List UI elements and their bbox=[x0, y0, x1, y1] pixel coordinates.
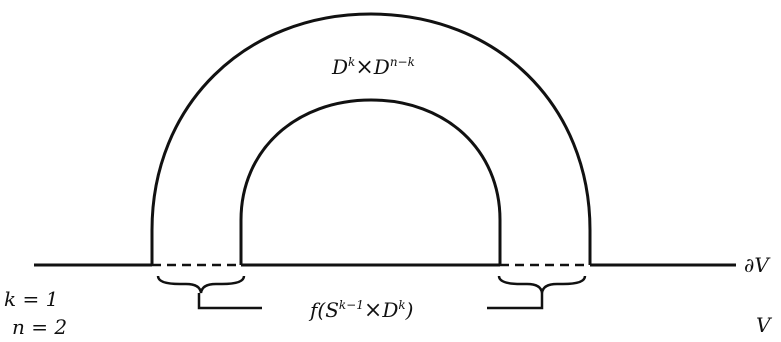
attach-label-suffix: ) bbox=[405, 298, 414, 322]
handle-inner-arc bbox=[239, 98, 502, 265]
handle-label-base2: D bbox=[373, 55, 390, 79]
handle-label: Dk×Dn−k bbox=[331, 55, 415, 80]
brace-right bbox=[497, 275, 587, 294]
attach-label-sup2: k bbox=[398, 298, 405, 312]
manifold-label: V bbox=[756, 313, 773, 337]
handle-label-base1: D bbox=[331, 55, 348, 79]
k-label: k = 1 bbox=[4, 287, 58, 311]
handle-label-times: × bbox=[355, 55, 373, 80]
handle-outer-arc bbox=[150, 12, 592, 265]
bracket-left bbox=[197, 293, 262, 310]
boundary-label: ∂V bbox=[744, 253, 771, 277]
n-label: n = 2 bbox=[12, 315, 67, 339]
handle-label-sup2: n−k bbox=[390, 55, 415, 69]
attach-label-prefix: f(S bbox=[308, 298, 339, 322]
attach-label-base2: D bbox=[381, 298, 398, 322]
attach-label-times: × bbox=[364, 298, 382, 323]
brace-left bbox=[156, 275, 246, 294]
handle-label-sup1: k bbox=[348, 55, 355, 69]
attaching-map-label: f(Sk−1×Dk) bbox=[308, 298, 413, 323]
bracket-right bbox=[487, 293, 544, 310]
attach-label-sup1: k−1 bbox=[339, 298, 364, 312]
